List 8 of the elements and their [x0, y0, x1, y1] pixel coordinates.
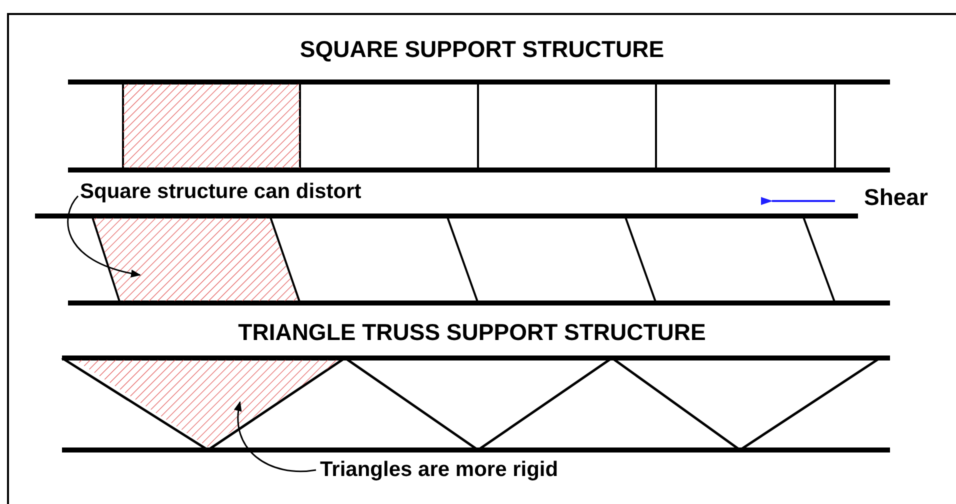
callout-text: Square structure can distort [80, 180, 362, 204]
callout-text: Triangles are more rigid [320, 458, 558, 482]
heading: SQUARE SUPPORT STRUCTURE [300, 36, 664, 63]
leader-arrow [67, 196, 141, 278]
force-label: Shear [864, 184, 928, 211]
heading: TRIANGLE TRUSS SUPPORT STRUCTURE [238, 319, 706, 346]
distorted-square-cell [93, 218, 298, 301]
leader-arrow [234, 401, 316, 472]
